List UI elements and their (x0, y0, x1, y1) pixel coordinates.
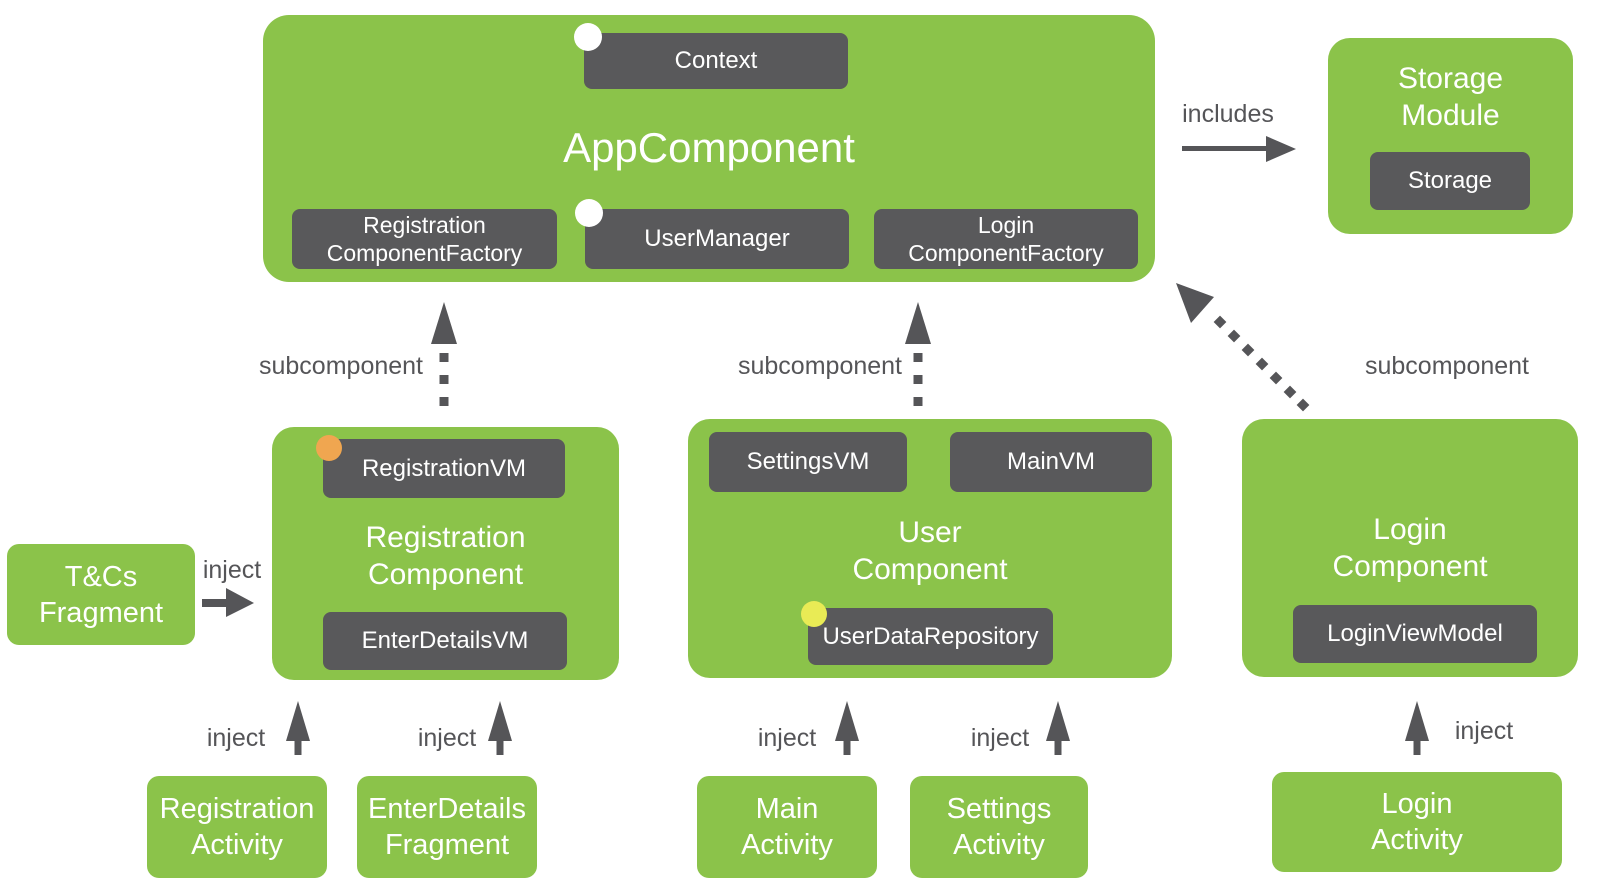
tcs-fragment-label-line1: T&Cs (64, 560, 138, 593)
inject-arrow-tcs (202, 588, 254, 617)
settings-activity-label-line1: Settings (946, 793, 1052, 825)
main-activity-label-line1: Main (755, 793, 819, 825)
app-component-title: AppComponent (563, 124, 855, 171)
subcomponent-label-user: subcomponent (738, 351, 903, 380)
main-activity-box: Main Activity (697, 776, 877, 878)
registration-component-title-line1: Registration (365, 521, 526, 554)
inject-label-settings-activity: inject (970, 723, 1030, 752)
user-manager-box: UserManager (585, 209, 849, 269)
subcomponent-label-login: subcomponent (1365, 351, 1530, 380)
tcs-fragment-box: T&Cs Fragment (7, 544, 195, 645)
user-data-repository-label: UserDataRepository (822, 622, 1039, 650)
user-component-title-line1: User (898, 516, 962, 549)
registration-vm-label: RegistrationVM (361, 454, 527, 482)
registration-factory-label-line2: ComponentFactory (326, 240, 523, 266)
login-component-title-line1: Login (1373, 513, 1447, 546)
includes-label: includes (1182, 99, 1274, 128)
registration-activity-label-line2: Activity (191, 829, 283, 861)
enterdetails-fragment-box: EnterDetails Fragment (357, 776, 537, 878)
registration-activity-label-line1: Registration (159, 793, 315, 825)
settings-vm-box: SettingsVM (709, 432, 907, 492)
login-factory-label-line1: Login (977, 211, 1035, 238)
inject-label-login-activity: inject (1454, 716, 1514, 745)
context-box: Context (584, 33, 848, 89)
user-data-repository-box: UserDataRepository (808, 608, 1053, 665)
registration-component-title-line2: Component (367, 558, 524, 591)
registration-component-factory-box: Registration ComponentFactory (292, 209, 557, 269)
inject-arrow-enterdetails-fragment (488, 701, 512, 755)
includes-arrow (1182, 136, 1296, 162)
settings-vm-label: SettingsVM (746, 448, 870, 476)
context-label: Context (674, 47, 758, 75)
inject-arrow-settings-activity (1046, 701, 1070, 755)
storage-module-title-line1: Storage (1397, 62, 1504, 95)
user-component-title: User Component (688, 514, 1172, 588)
login-activity-label-line2: Activity (1371, 824, 1463, 856)
context-scope-dot (574, 23, 602, 51)
login-activity-box: Login Activity (1272, 772, 1562, 872)
user-component-title-line2: Component (852, 553, 1008, 586)
login-component-title: Login Component (1242, 511, 1578, 585)
inject-label-enterdetails-fragment: inject (417, 723, 477, 752)
login-activity-label-line1: Login (1381, 788, 1453, 820)
storage-label: Storage (1407, 167, 1493, 195)
tcs-fragment-label-line2: Fragment (38, 596, 164, 629)
inject-arrow-login-activity (1405, 701, 1429, 755)
inject-label-main-activity: inject (757, 723, 817, 752)
login-view-model-box: LoginViewModel (1293, 605, 1537, 663)
main-activity-label-line2: Activity (741, 829, 833, 861)
inject-arrow-main-activity (835, 701, 859, 755)
settings-activity-label-line2: Activity (953, 829, 1045, 861)
subcomponent-arrow-registration (431, 302, 457, 406)
subcomponent-arrow-login (1176, 283, 1310, 412)
enter-details-vm-box: EnterDetailsVM (323, 612, 567, 670)
storage-module-title: Storage Module (1328, 60, 1573, 134)
registration-activity-box: Registration Activity (147, 776, 327, 878)
main-vm-label: MainVM (1006, 448, 1096, 476)
main-vm-box: MainVM (950, 432, 1152, 492)
login-component-title-line2: Component (1332, 550, 1488, 583)
subcomponent-arrow-user (905, 302, 931, 406)
registration-vm-scope-dot (316, 435, 342, 461)
user-manager-scope-dot (575, 199, 603, 227)
login-view-model-label: LoginViewModel (1327, 620, 1503, 648)
login-factory-label-line2: ComponentFactory (908, 240, 1104, 266)
subcomponent-label-registration: subcomponent (259, 351, 424, 380)
registration-vm-box: RegistrationVM (323, 439, 565, 498)
registration-component-title: Registration Component (272, 519, 619, 593)
inject-label-registration-activity: inject (206, 723, 266, 752)
user-manager-label: UserManager (644, 225, 790, 253)
settings-activity-box: Settings Activity (910, 776, 1088, 878)
user-data-repository-scope-dot (801, 601, 827, 627)
login-component-factory-box: Login ComponentFactory (874, 209, 1138, 269)
enterdetails-fragment-label-line2: Fragment (384, 829, 510, 861)
registration-factory-label-line1: Registration (363, 211, 486, 238)
inject-label-tcs: inject (202, 555, 262, 584)
storage-box: Storage (1370, 152, 1530, 210)
inject-arrow-registration-activity (286, 701, 310, 755)
storage-module-title-line2: Module (1401, 99, 1500, 132)
enter-details-vm-label: EnterDetailsVM (361, 627, 529, 655)
enterdetails-fragment-label-line1: EnterDetails (368, 793, 526, 825)
